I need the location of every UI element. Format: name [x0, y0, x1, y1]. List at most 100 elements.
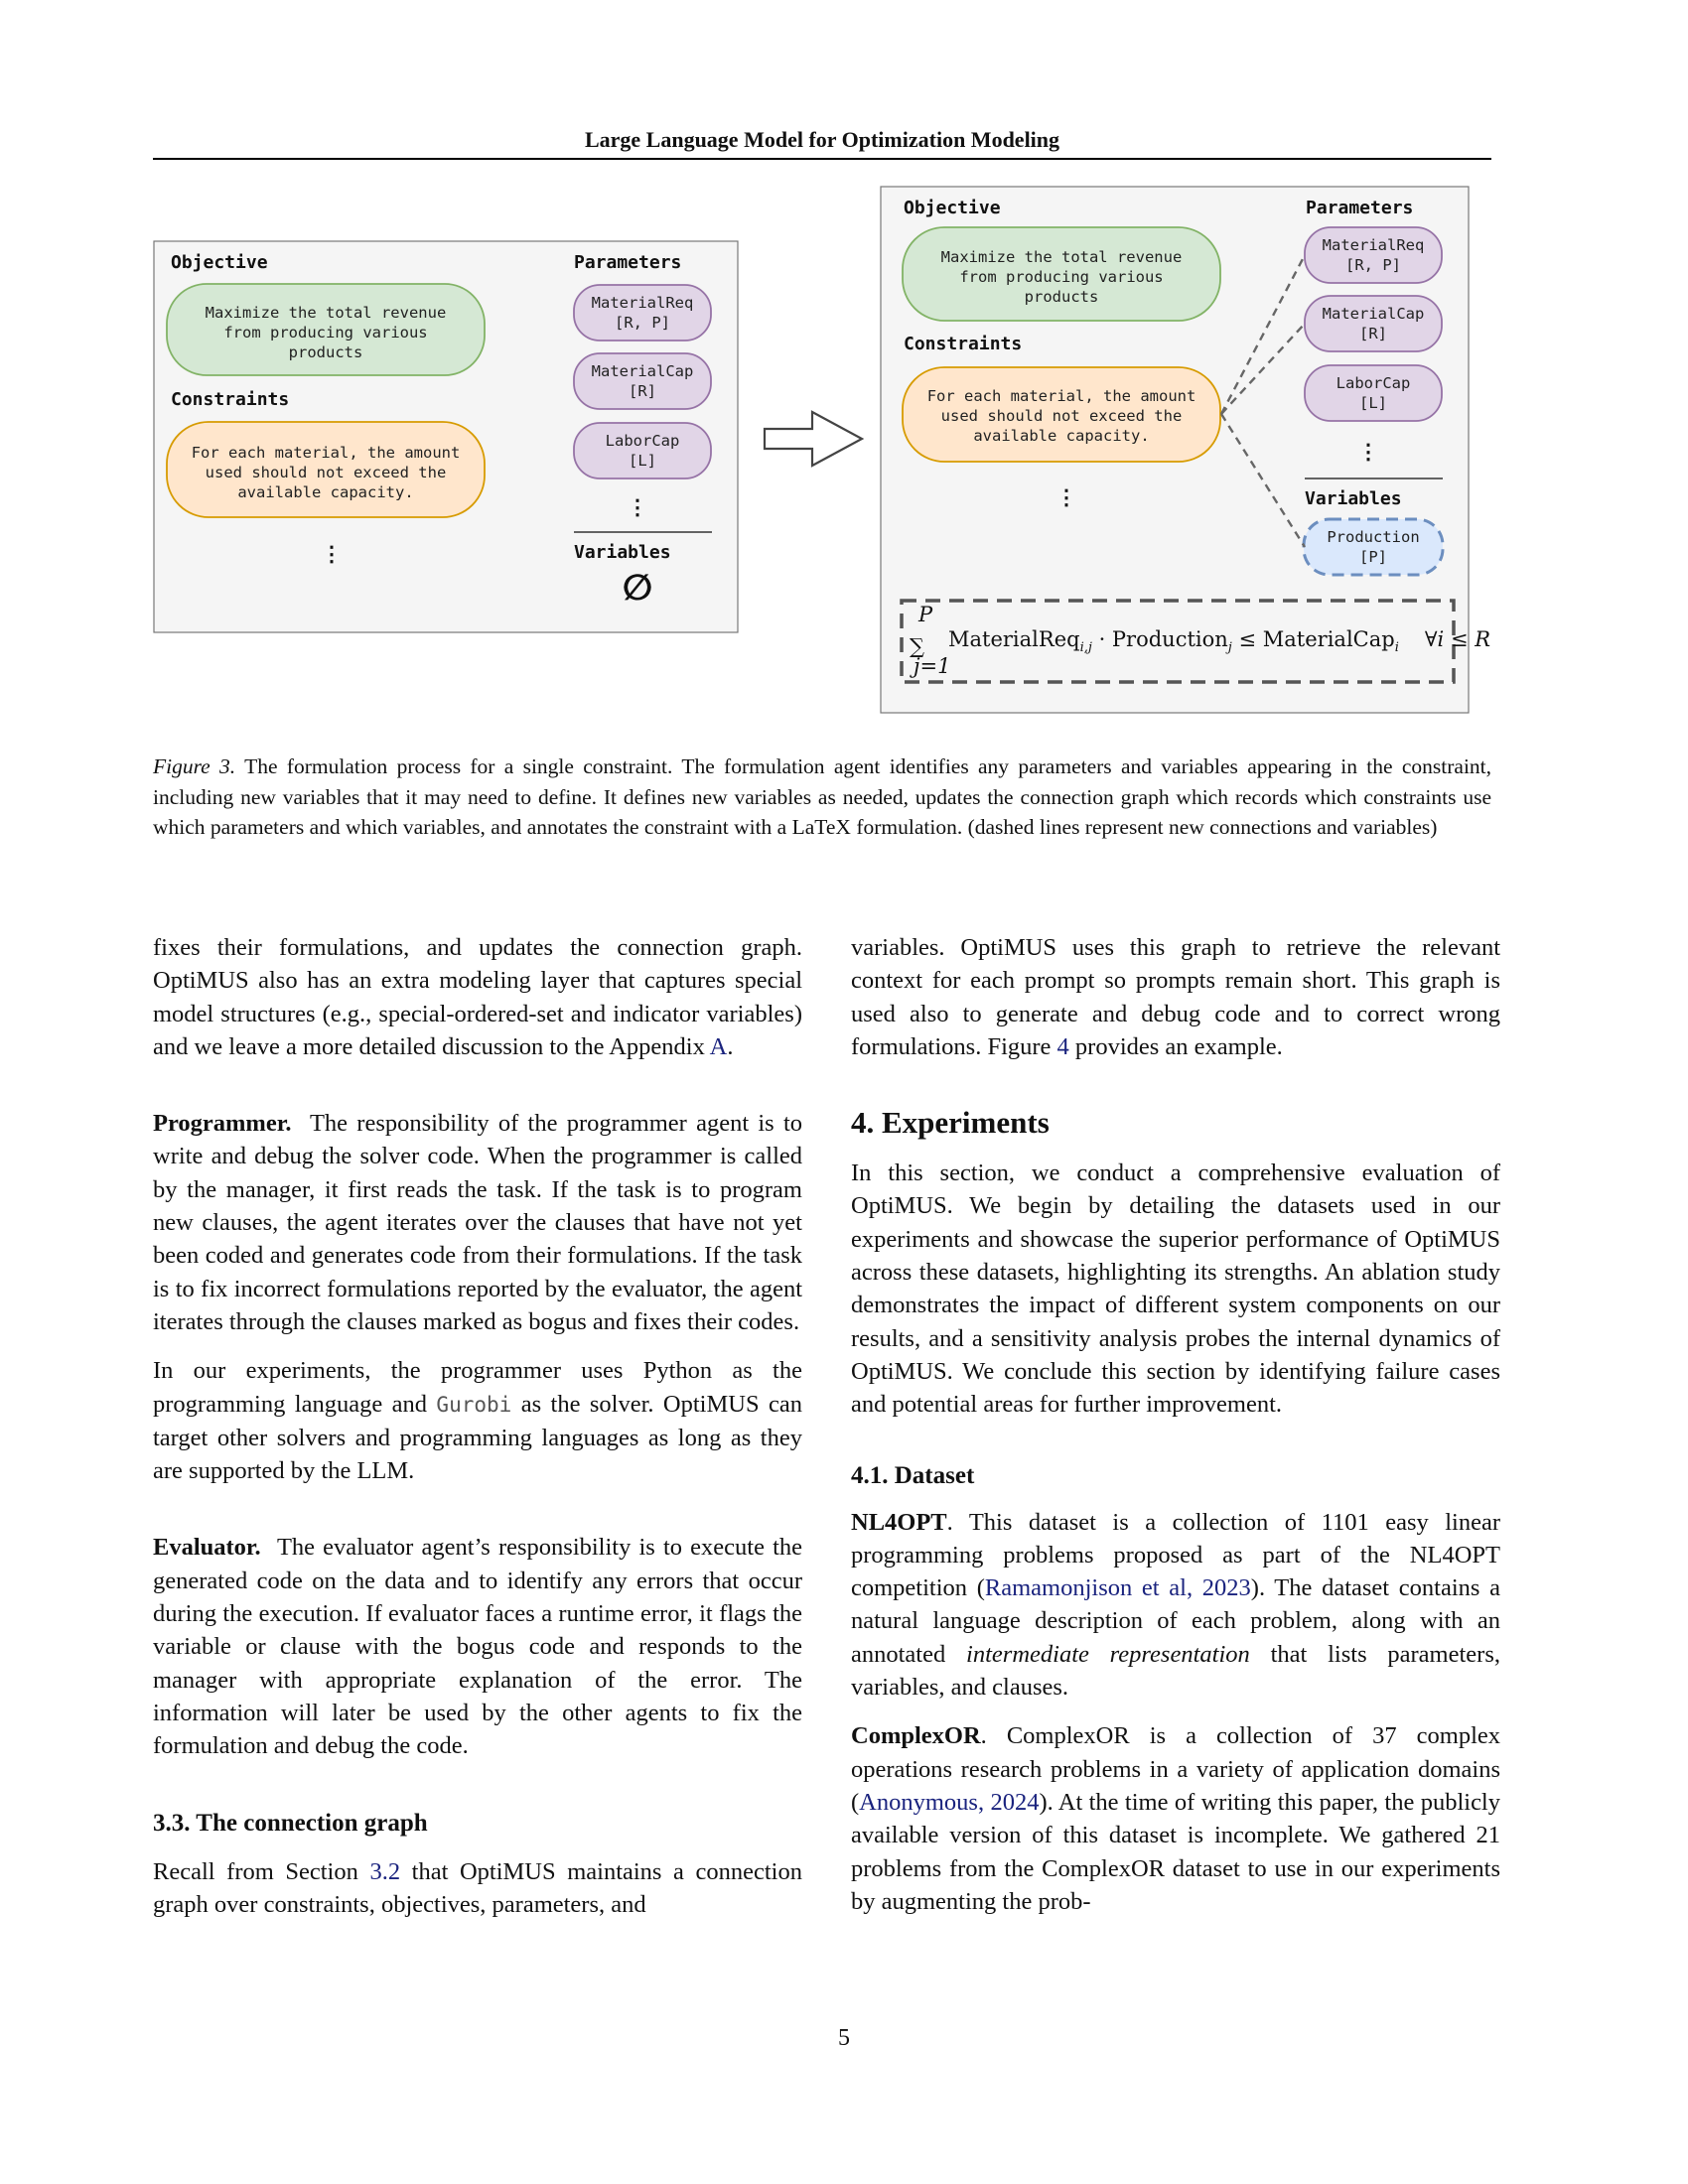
left-objective-line-1: Maximize the total revenue	[206, 304, 447, 322]
nl4opt-heading: NL4OPT	[851, 1508, 947, 1536]
right-constraints-ellipsis: ⋮	[1056, 484, 1077, 509]
left-p1-end: .	[727, 1032, 734, 1060]
right-objective-line-3: products	[1025, 288, 1099, 306]
gurobi-code: Gurobi	[436, 1392, 512, 1417]
figure-caption: Figure 3. The formulation process for a …	[153, 751, 1491, 843]
right-column: variables. OptiMUS uses this graph to re…	[851, 931, 1500, 1918]
left-param-box-1	[573, 284, 712, 341]
right-constraint-line-3: available capacity.	[973, 427, 1149, 445]
right-constraint-line-2: used should not exceed the	[941, 407, 1183, 425]
page-number: 5	[838, 2025, 850, 2051]
formula-body: MaterialReqi,j · Productionj ≤ MaterialC…	[948, 627, 1490, 655]
experiments-language-paragraph: In our experiments, the programmer uses …	[153, 1354, 802, 1487]
left-paragraph-1: fixes their formulations, and updates th…	[153, 931, 802, 1063]
programmer-text: The responsibility of the programmer age…	[153, 1110, 803, 1335]
right-objective-line-1: Maximize the total revenue	[941, 248, 1183, 266]
left-p5-text-a: Recall from Section	[153, 1857, 370, 1885]
left-empty-set: ∅	[623, 568, 653, 609]
right-param-dims-2: [R]	[1359, 325, 1387, 342]
right-p1-text-b: provides an example.	[1068, 1032, 1283, 1060]
right-variables-title: Variables	[1305, 488, 1402, 509]
right-variable-dims: [P]	[1359, 548, 1387, 566]
right-param-box-3	[1304, 364, 1443, 422]
section-4-1-heading: 4.1. Dataset	[851, 1461, 975, 1489]
formula-term-1: MaterialReq	[948, 627, 1080, 651]
right-params-ellipsis: ⋮	[1358, 439, 1379, 464]
figure-caption-label: Figure 3.	[153, 754, 236, 778]
left-params-ellipsis: ⋮	[628, 494, 648, 519]
complexor-heading: ComplexOR	[851, 1722, 981, 1750]
right-param-name-1: MaterialReq	[1323, 236, 1425, 254]
left-objective-line-3: products	[289, 343, 363, 361]
right-paragraph-1: variables. OptiMUS uses this graph to re…	[851, 931, 1500, 1063]
left-param-box-3	[573, 422, 712, 479]
right-objective-title: Objective	[904, 198, 1001, 218]
experiments-intro-paragraph: In this section, we conduct a comprehens…	[851, 1160, 1500, 1419]
left-objective-title: Objective	[171, 252, 268, 273]
left-param-dims-3: [L]	[629, 452, 656, 470]
left-param-dims-2: [R]	[629, 382, 656, 400]
formula-dot: ·	[1092, 627, 1112, 651]
formula-sum-lower: j=1	[910, 654, 950, 678]
latex-formula-box	[900, 599, 1456, 684]
complexor-paragraph: ComplexOR. ComplexOR is a collection of …	[851, 1719, 1500, 1918]
left-variables-title: Variables	[574, 542, 671, 563]
figure-caption-text: The formulation process for a single con…	[153, 754, 1492, 839]
formula-term-2-sub: j	[1225, 640, 1232, 655]
left-constraint-line-2: used should not exceed the	[206, 464, 447, 481]
right-param-box-1	[1304, 226, 1443, 284]
left-param-name-2: MaterialCap	[592, 362, 694, 380]
evaluator-heading: Evaluator.	[153, 1534, 261, 1562]
section-3-3-heading: 3.3. The connection graph	[153, 1809, 428, 1837]
nl4opt-text-b: ). The dataset contains a natural langua…	[851, 1574, 1500, 1668]
right-p1-text-a: variables. OptiMUS uses this graph to re…	[851, 934, 1500, 1060]
right-variable-name: Production	[1327, 528, 1419, 546]
right-panel: Objective Maximize the total revenue fro…	[880, 186, 1490, 714]
formula-forall: ∀i ≤ R	[1425, 627, 1490, 651]
section-3-2-link[interactable]: 3.2	[369, 1857, 401, 1885]
left-param-name-1: MaterialReq	[592, 294, 694, 312]
right-variable-box	[1302, 517, 1445, 577]
left-p1-text: fixes their formulations, and updates th…	[153, 934, 802, 1060]
complexor-text-a: . ComplexOR is a collection of 37 comple…	[851, 1722, 1500, 1816]
left-p5-text-b: that OptiMUS maintains a connection grap…	[153, 1857, 802, 1918]
figure-4-link[interactable]: 4	[1056, 1032, 1069, 1060]
right-param-dims-3: [L]	[1359, 394, 1387, 412]
formula-term-2: Production	[1112, 627, 1228, 651]
header-rule	[153, 158, 1491, 160]
left-constraint-line-1: For each material, the amount	[192, 444, 461, 462]
right-param-box-2	[1304, 295, 1443, 352]
appendix-a-link[interactable]: A	[709, 1032, 728, 1060]
left-param-dims-1: [R, P]	[615, 314, 670, 332]
left-constraints-ellipsis: ⋮	[322, 541, 343, 566]
formula-term-3: MaterialCap	[1263, 627, 1395, 651]
nl4opt-text-c: that lists parameters, variables, and cl…	[851, 1640, 1500, 1702]
left-panel: Objective Maximize the total revenue fro…	[153, 240, 739, 633]
right-parameters-title: Parameters	[1306, 198, 1413, 218]
ramamonjison-citation-link[interactable]: Ramamonjison et al, 2023	[984, 1574, 1251, 1602]
figure-3: Objective Maximize the total revenue fro…	[153, 186, 1490, 714]
left-p3-text-b: as the solver. OptiMUS can target other …	[153, 1390, 802, 1485]
right-param-dims-1: [R, P]	[1345, 256, 1401, 274]
left-constraint-box	[166, 421, 486, 518]
section-4-heading: 4. Experiments	[851, 1105, 1050, 1141]
transition-arrow-icon	[763, 410, 865, 468]
left-objective-box	[166, 283, 486, 376]
right-objective-box	[902, 226, 1221, 322]
programmer-heading: Programmer.	[153, 1110, 292, 1138]
anonymous-citation-link[interactable]: Anonymous, 2024	[859, 1788, 1040, 1816]
evaluator-text: The evaluator agent’s responsibility is …	[153, 1534, 803, 1760]
left-param-name-3: LaborCap	[606, 432, 680, 450]
left-objective-line-2: from producing various	[223, 324, 427, 341]
right-param-name-3: LaborCap	[1336, 374, 1411, 392]
right-objective-line-2: from producing various	[959, 268, 1163, 286]
formula-term-3-sub: i	[1395, 640, 1399, 655]
left-constraints-title: Constraints	[171, 389, 289, 410]
left-param-box-2	[573, 352, 712, 410]
formula-sum-upper: P	[917, 603, 933, 626]
left-constraint-line-3: available capacity.	[237, 483, 413, 501]
left-p3-text-a: In our experiments, the programmer uses …	[153, 1357, 802, 1418]
evaluator-paragraph: Evaluator. The evaluator agent’s respons…	[153, 1531, 802, 1762]
nl4opt-paragraph: NL4OPT. This dataset is a collection of …	[851, 1506, 1500, 1705]
right-param-name-2: MaterialCap	[1323, 305, 1425, 323]
